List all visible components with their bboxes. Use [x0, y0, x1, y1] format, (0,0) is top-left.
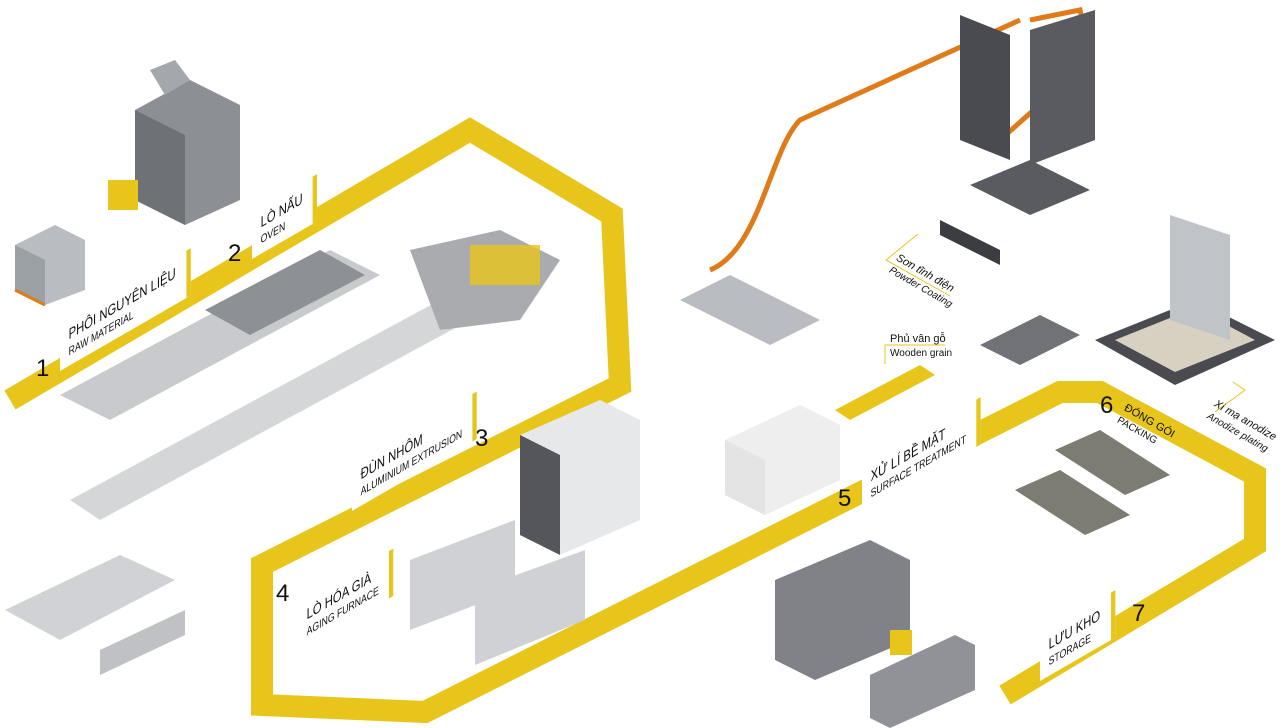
aging-furnace: [410, 400, 640, 665]
callout-wooden-grain: Phủ vân gỗ Wooden grain: [890, 333, 952, 359]
process-path: [4, 117, 1266, 724]
stage-7-number: 7: [1132, 600, 1146, 627]
control-platform: [980, 315, 1080, 365]
stage-5-number: 5: [838, 485, 852, 512]
packing-lines: [1015, 430, 1170, 535]
callout-wooden-en: Wooden grain: [890, 348, 953, 359]
extrusion-line: [5, 230, 560, 675]
storage-racks: [775, 540, 975, 728]
surface-treatment-machine: [725, 365, 935, 515]
oven-machine: [108, 60, 240, 225]
stage-4-number: 4: [276, 580, 290, 607]
stage-6-number: 6: [1100, 392, 1114, 419]
stage-3-number: 3: [475, 425, 489, 452]
stage-1-number: 1: [36, 355, 50, 382]
powder-coating-line: [680, 7, 1095, 345]
callout-line-powder: [885, 233, 951, 297]
callout-line-wooden: [884, 344, 945, 364]
stage-2-number: 2: [228, 240, 242, 267]
callout-line-anodize: [1214, 381, 1246, 413]
raw-material-stacks: [14, 225, 85, 307]
callout-wooden-vn: Phủ vân gỗ: [890, 333, 946, 345]
anodize-tank: [1095, 215, 1275, 385]
